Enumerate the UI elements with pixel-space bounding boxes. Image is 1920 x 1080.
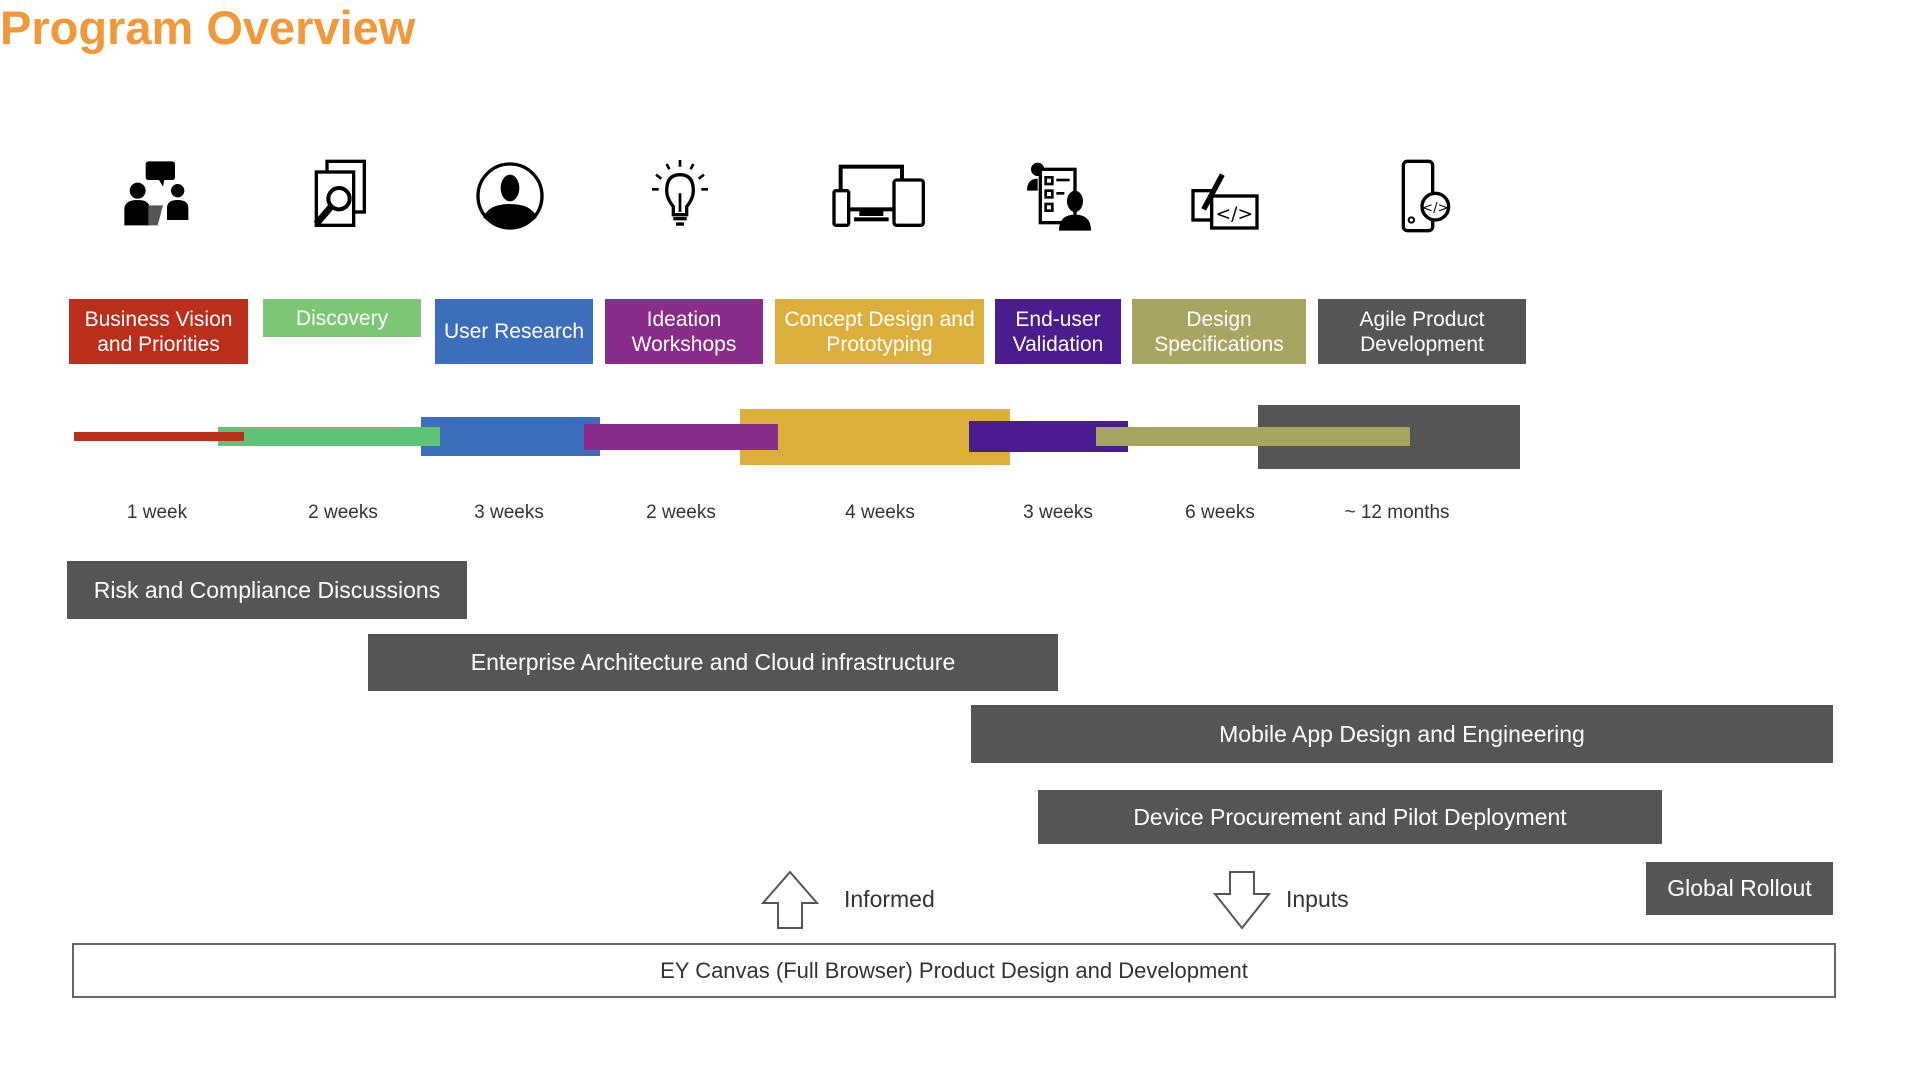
timeline-bar-business-vision [74, 432, 244, 441]
design-code-icon: </> [1185, 156, 1265, 236]
duration-label: 1 week [126, 502, 188, 523]
page-title: Program Overview [0, 1, 416, 54]
phase-end-user-validation: End-user Validation [995, 299, 1121, 364]
inputs-label: Inputs [1286, 886, 1349, 912]
multi-device-icon [830, 156, 930, 236]
track-enterprise-architecture: Enterprise Architecture and Cloud infras… [368, 634, 1058, 691]
timeline-bar-discovery [218, 427, 440, 446]
phase-agile-development: Agile Product Development [1318, 299, 1526, 364]
arrow-up-icon [760, 870, 820, 930]
checklist-user-icon [1019, 156, 1099, 236]
user-profile-icon [470, 156, 550, 236]
duration-label: 2 weeks [646, 502, 716, 523]
mobile-code-icon: </> [1382, 156, 1462, 236]
duration-label: 2 weeks [308, 502, 378, 523]
track-mobile-app: Mobile App Design and Engineering [971, 705, 1833, 763]
track-device-procurement: Device Procurement and Pilot Deployment [1038, 790, 1662, 844]
phase-concept-design: Concept Design and Prototyping [775, 299, 984, 364]
informed-label: Informed [844, 886, 935, 912]
phase-design-specifications: Design Specifications [1132, 299, 1306, 364]
track-global-rollout: Global Rollout [1646, 862, 1833, 915]
timeline-bar-ideation [584, 424, 778, 450]
track-risk-compliance: Risk and Compliance Discussions [67, 561, 467, 619]
svg-text:</>: </> [1422, 201, 1449, 216]
platform-box: EY Canvas (Full Browser) Product Design … [72, 943, 1836, 998]
svg-text:</>: </> [1216, 204, 1254, 225]
duration-label: 4 weeks [845, 502, 915, 523]
timeline-bar-user-research [421, 417, 600, 456]
duration-label: ~ 12 months [1344, 502, 1450, 523]
phase-user-research: User Research [435, 299, 593, 364]
document-search-icon [303, 156, 383, 236]
arrow-down-icon [1212, 870, 1272, 930]
timeline-bar-concept [740, 409, 1010, 465]
stakeholders-discussion-icon [119, 156, 199, 236]
timeline-bar-design-spec [1096, 427, 1410, 446]
phase-ideation-workshops: Ideation Workshops [605, 299, 763, 364]
duration-label: 3 weeks [474, 502, 544, 523]
duration-label: 3 weeks [1023, 502, 1093, 523]
phase-discovery: Discovery [263, 299, 421, 337]
duration-label: 6 weeks [1185, 502, 1255, 523]
phase-business-vision: Business Vision and Priorities [69, 299, 248, 364]
lightbulb-icon [640, 156, 720, 236]
